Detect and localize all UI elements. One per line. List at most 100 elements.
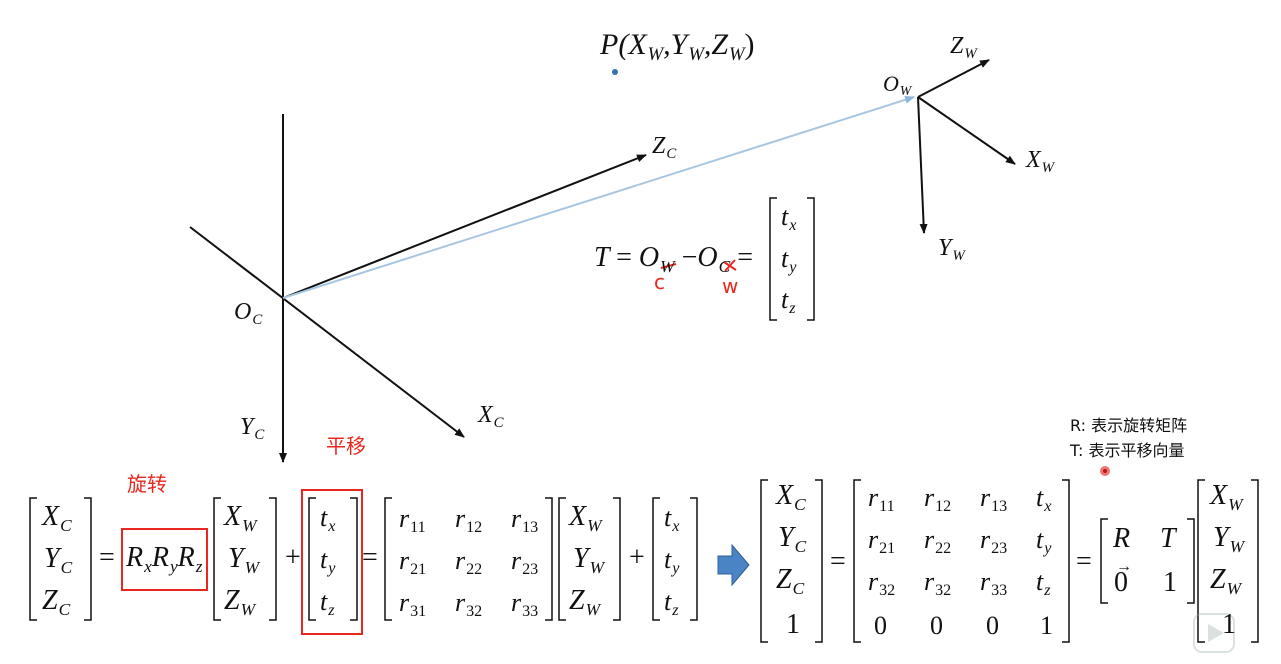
equals-sign: = — [616, 242, 632, 273]
eq2-zero-1: 0 — [874, 611, 887, 640]
camera-xc-axis — [189, 226, 465, 438]
sub-w: W — [647, 43, 664, 65]
idx: 32 — [466, 603, 483, 621]
implies-arrow-icon — [717, 543, 750, 587]
r-elem: r — [511, 588, 522, 617]
bracket — [690, 497, 698, 621]
r-elem: r — [924, 567, 935, 596]
sub-c: C — [60, 557, 73, 577]
sub-w: W — [899, 83, 912, 99]
sub-w: W — [242, 515, 257, 535]
idx: 11 — [879, 498, 895, 516]
zc-text: Z — [42, 585, 58, 616]
bracket — [558, 497, 566, 621]
sub-y: y — [328, 560, 336, 578]
idx: 21 — [879, 540, 896, 558]
bracket — [760, 479, 768, 643]
bracket — [269, 497, 277, 621]
t-text: t — [320, 587, 328, 616]
sub-w: W — [244, 557, 260, 577]
bracket — [29, 497, 37, 621]
sub-c: C — [792, 578, 805, 598]
t-text: t — [781, 244, 789, 273]
sub-y: y — [789, 259, 797, 277]
bracket — [1100, 518, 1108, 604]
zc-text: Z — [776, 564, 792, 595]
zw-text: Z — [1210, 564, 1226, 595]
translation-annotation: 平移 — [326, 434, 366, 458]
sub-w: W — [1229, 536, 1245, 556]
eq1-yc: YC — [44, 545, 72, 576]
r-elem: r — [511, 504, 522, 533]
eq2-r13: r13 — [980, 485, 1007, 515]
idx: 33 — [991, 582, 1008, 600]
eq1-ty: ty — [320, 547, 335, 577]
t-text: t — [1036, 525, 1044, 554]
eq1-zc: ZC — [42, 587, 70, 618]
eq1-r23: r23 — [511, 548, 538, 578]
xc-label: XC — [478, 403, 504, 431]
bracket — [1187, 518, 1195, 604]
sub-x: x — [144, 556, 152, 576]
sub-w: W — [964, 45, 977, 62]
eq2-equals-1: = — [830, 546, 846, 577]
zc-label: ZC — [652, 134, 676, 162]
block-one: 1 — [1163, 567, 1177, 598]
sub-z: z — [1044, 582, 1051, 600]
r-elem: r — [399, 588, 410, 617]
sub-x: x — [672, 518, 680, 536]
translation-vector-line — [282, 95, 915, 299]
sub-w: W — [585, 599, 601, 619]
r-elem: r — [399, 546, 410, 575]
eq2-xw: XW — [1210, 482, 1243, 513]
oc-text: O — [234, 299, 252, 325]
minus-sign: − — [681, 242, 698, 273]
bracket — [1197, 479, 1205, 643]
bracket — [807, 197, 815, 321]
t-text: t — [320, 545, 328, 574]
pointer-mark-inner — [1103, 469, 1107, 473]
xw-text: X — [224, 501, 242, 532]
sub-z: z — [328, 602, 335, 620]
r-text: R — [177, 542, 195, 573]
sub-c: C — [58, 599, 71, 619]
sub-w: W — [587, 515, 602, 535]
handwritten-mark — [723, 259, 737, 272]
handwritten-w: w — [722, 274, 739, 298]
t-symbol: T — [594, 242, 610, 273]
point-p-label: P(XW,YW,ZW) — [600, 30, 755, 65]
handwritten-mark — [660, 263, 677, 269]
xw-text: X — [569, 501, 587, 532]
idx: 12 — [466, 519, 483, 537]
r-elem: r — [868, 567, 879, 596]
bracket — [1251, 479, 1259, 643]
r-elem: r — [511, 546, 522, 575]
t-text: t — [781, 202, 789, 231]
ow-text: O — [883, 71, 899, 96]
eq1-xw: XW — [224, 503, 257, 534]
o-symbol: O — [697, 242, 718, 273]
eq2-r21: r21 — [868, 527, 895, 557]
eq1-r22: r22 — [455, 548, 482, 578]
eq1-zw: ZW — [224, 587, 255, 618]
rotation-product: RxRyRz — [126, 544, 203, 575]
yc-text: Y — [44, 543, 60, 574]
sub-c: C — [252, 311, 263, 328]
sub-c: C — [718, 256, 731, 276]
equals-sign: = — [737, 242, 753, 273]
sub-w: W — [952, 247, 965, 264]
sub-c: C — [493, 414, 504, 431]
eq2-r12: r12 — [924, 485, 951, 515]
t-text: t — [781, 285, 789, 314]
sub-y: y — [169, 556, 178, 576]
yc-label: YC — [240, 415, 264, 443]
yc-text: Y — [778, 522, 794, 553]
note-r: R: 表示旋转矩阵 — [1070, 416, 1188, 435]
idx: 32 — [879, 582, 896, 600]
idx: 13 — [522, 519, 539, 537]
sub-y: y — [672, 560, 680, 578]
point-p-dot — [612, 69, 618, 75]
idx: 22 — [935, 540, 952, 558]
eq1-tx-2: tx — [664, 505, 679, 535]
sub-w: W — [1226, 578, 1242, 598]
